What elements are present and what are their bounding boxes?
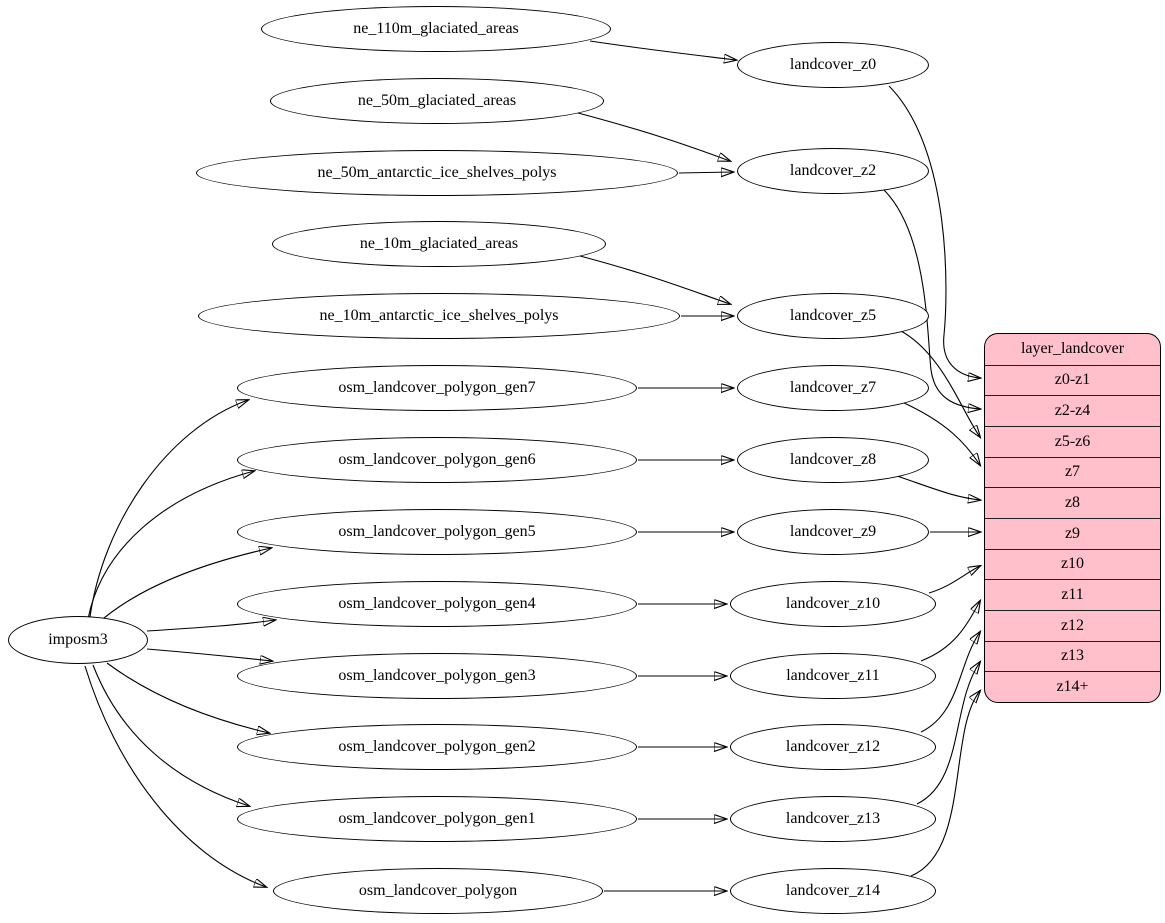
record-row-z9: z9 xyxy=(985,517,1160,549)
node-landcover-z5: landcover_z5 xyxy=(737,293,929,339)
node-landcover-z12: landcover_z12 xyxy=(730,724,936,770)
record-layer-landcover: layer_landcover z0-z1 z2-z4 z5-z6 z7 z8 … xyxy=(984,333,1161,703)
node-ne-110m-glaciated-areas: ne_110m_glaciated_areas xyxy=(261,6,611,52)
node-ne-10m-antarctic-ice-shelves-polys: ne_10m_antarctic_ice_shelves_polys xyxy=(198,293,680,339)
record-row-z10: z10 xyxy=(985,548,1160,580)
node-landcover-z0: landcover_z0 xyxy=(737,42,929,88)
edge-z13-row xyxy=(916,662,980,805)
edge-imposm3-gen4 xyxy=(146,620,275,632)
edge-imposm3-gen5 xyxy=(96,548,271,625)
node-imposm3: imposm3 xyxy=(8,616,148,664)
edge-ne50m-z2 xyxy=(577,112,730,161)
node-osm-landcover-polygon-gen6: osm_landcover_polygon_gen6 xyxy=(237,437,637,483)
record-row-z7: z7 xyxy=(985,456,1160,488)
node-osm-landcover-polygon-gen1: osm_landcover_polygon_gen1 xyxy=(237,796,637,842)
record-row-z2-z4: z2-z4 xyxy=(985,395,1160,426)
edge-imposm3-gen1 xyxy=(92,664,249,806)
record-row-z13: z13 xyxy=(985,640,1160,672)
edge-z2-row xyxy=(882,188,980,409)
record-row-z14plus: z14+ xyxy=(985,671,1160,702)
node-ne-10m-glaciated-areas: ne_10m_glaciated_areas xyxy=(272,221,606,267)
edge-ne10m-z5 xyxy=(579,255,730,304)
node-landcover-z10: landcover_z10 xyxy=(730,581,936,627)
edge-z12-row xyxy=(920,632,980,733)
record-row-z5-z6: z5-z6 xyxy=(985,425,1160,457)
node-landcover-z14: landcover_z14 xyxy=(730,868,936,914)
edge-ne110m-z0 xyxy=(589,40,736,60)
edge-imposm3-gen6 xyxy=(87,471,254,620)
node-osm-landcover-polygon-gen3: osm_landcover_polygon_gen3 xyxy=(237,653,637,699)
node-osm-landcover-polygon-gen4: osm_landcover_polygon_gen4 xyxy=(237,581,637,627)
edge-z11-row xyxy=(920,601,980,662)
node-landcover-z7: landcover_z7 xyxy=(737,365,929,411)
record-title: layer_landcover xyxy=(1020,340,1125,358)
edge-z8-row xyxy=(896,475,980,500)
node-landcover-z9: landcover_z9 xyxy=(737,509,929,555)
node-osm-landcover-polygon-gen2: osm_landcover_polygon_gen2 xyxy=(237,724,637,770)
node-landcover-z13: landcover_z13 xyxy=(730,796,936,842)
edge-imposm3-polygon xyxy=(84,665,266,887)
record-row-z11: z11 xyxy=(985,579,1160,610)
edge-imposm3-gen2 xyxy=(106,662,269,733)
edge-imposm3-gen3 xyxy=(146,648,272,661)
record-row-z0-z1: z0-z1 xyxy=(985,364,1160,396)
node-landcover-z11: landcover_z11 xyxy=(730,653,936,699)
edge-z10-row xyxy=(928,566,980,594)
edge-z5-row xyxy=(898,329,980,437)
record-row-z12: z12 xyxy=(985,609,1160,641)
edge-ne50m-ant-z2 xyxy=(678,172,733,173)
node-osm-landcover-polygon-gen5: osm_landcover_polygon_gen5 xyxy=(237,509,637,555)
edge-z14-row xyxy=(910,691,980,877)
node-ne-50m-antarctic-ice-shelves-polys: ne_50m_antarctic_ice_shelves_polys xyxy=(196,150,678,196)
node-ne-50m-glaciated-areas: ne_50m_glaciated_areas xyxy=(270,78,604,124)
edge-imposm3-gen7 xyxy=(89,400,248,618)
edge-z0-row xyxy=(888,85,980,378)
node-landcover-z2: landcover_z2 xyxy=(737,148,929,194)
node-osm-landcover-polygon-gen7: osm_landcover_polygon_gen7 xyxy=(237,365,637,411)
node-landcover-z8: landcover_z8 xyxy=(737,437,929,483)
edge-z7-row xyxy=(901,401,980,465)
node-osm-landcover-polygon: osm_landcover_polygon xyxy=(273,868,603,914)
record-row-z8: z8 xyxy=(985,487,1160,518)
